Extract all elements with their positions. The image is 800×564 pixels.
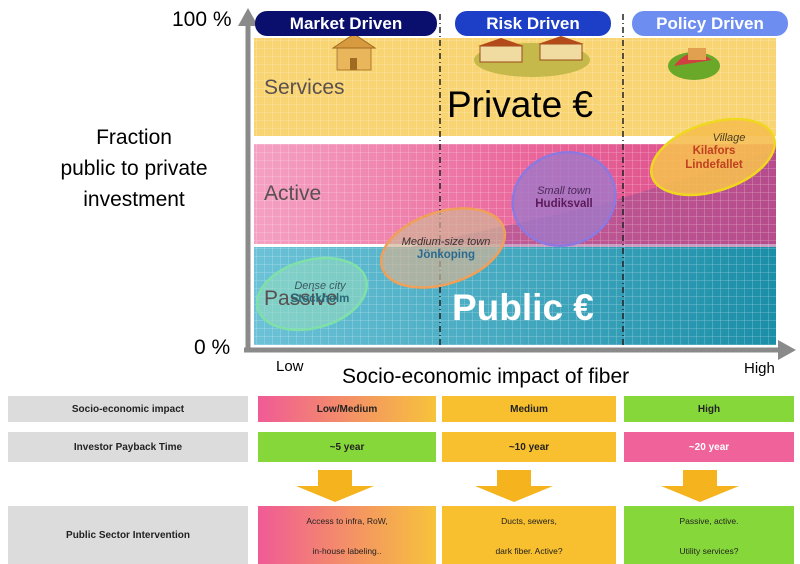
row-label-public-sector-intervention: Public Sector Intervention [8, 506, 248, 564]
cell-impact-medium: Medium [442, 396, 616, 422]
public-euro-label: Public € [452, 287, 594, 328]
arrow-low [296, 470, 374, 502]
cell-intervention-medium: Ducts, sewers, dark fiber. Active? [442, 506, 616, 564]
market-house-icon [331, 33, 377, 71]
cell-payback-20: ~20 year [624, 432, 794, 462]
town-stockholm: Dense city Stockholm [270, 280, 370, 307]
jonkoping-ellipse [379, 207, 507, 289]
cell-intervention-high: Passive, active. Utility services? [624, 506, 794, 564]
town-hudiksvall: Small town Hudiksvall [516, 185, 612, 212]
y-axis-top-label: 100 % [172, 8, 232, 31]
town-village: Village Kilafors Lindefallet [664, 132, 764, 173]
y-axis-arrow [238, 8, 258, 26]
private-euro-label: Private € [447, 84, 594, 125]
row-label-investor-payback: Investor Payback Time [8, 432, 248, 462]
band-label-services: Services [264, 76, 345, 99]
village-ellipse [649, 117, 777, 197]
y-title-line-3: investment [83, 188, 185, 211]
cell-intervention-low: Access to infra, RoW, in-house labeling.… [258, 506, 436, 564]
x-axis-low-label: Low [276, 358, 304, 375]
town-hudiksvall-type: Small town [537, 185, 591, 197]
x-axis-high-label: High [744, 360, 775, 377]
hudiksvall-ellipse [511, 151, 617, 247]
town-jonkoping-name: Jönkoping [416, 249, 476, 262]
stockholm-ellipse [255, 256, 369, 332]
header-market-driven: Market Driven [255, 11, 437, 36]
town-stockholm-name: Stockholm [290, 293, 350, 306]
arrow-medium [475, 470, 553, 502]
town-jonkoping-type: Medium-size town [401, 236, 491, 248]
risk-houses-icon [474, 36, 590, 77]
header-policy-driven: Policy Driven [632, 11, 788, 36]
cell-impact-high: High [624, 396, 794, 422]
cell-impact-low-medium: Low/Medium [258, 396, 436, 422]
town-lindefallet-name: Lindefallet [685, 158, 743, 171]
cell-payback-5: ~5 year [258, 432, 436, 462]
arrow-high [661, 470, 739, 502]
town-stockholm-type: Dense city [294, 280, 346, 292]
y-title-line-2: public to private [60, 157, 208, 180]
x-axis-title: Socio-economic impact of fiber [342, 365, 630, 388]
x-axis-arrow [778, 340, 796, 360]
cell-intervention-low-line-2: in-house labeling.. [312, 546, 382, 556]
cell-intervention-medium-line-2: dark fiber. Active? [495, 546, 563, 556]
policy-farm-icon [668, 48, 720, 80]
cell-intervention-low-line-1: Access to infra, RoW, [306, 516, 388, 526]
row-label-socio-economic-impact: Socio-economic impact [8, 396, 248, 422]
y-axis-title: Fraction public to private investment [30, 122, 238, 215]
cell-intervention-medium-line-1: Ducts, sewers, [501, 516, 557, 526]
town-kilafors-name: Kilafors [692, 145, 736, 158]
cell-intervention-high-line-1: Passive, active. [679, 516, 739, 526]
town-jonkoping: Medium-size town Jönkoping [388, 236, 504, 263]
town-hudiksvall-name: Hudiksvall [535, 198, 593, 211]
y-title-line-1: Fraction [96, 126, 172, 149]
band-label-active: Active [264, 182, 322, 205]
band-label-passive: Passive [264, 287, 338, 310]
y-axis-bottom-label: 0 % [194, 336, 231, 359]
cell-intervention-high-line-2: Utility services? [679, 546, 739, 556]
town-village-type: Village [712, 132, 746, 144]
header-risk-driven: Risk Driven [455, 11, 611, 36]
cell-payback-10: ~10 year [442, 432, 616, 462]
